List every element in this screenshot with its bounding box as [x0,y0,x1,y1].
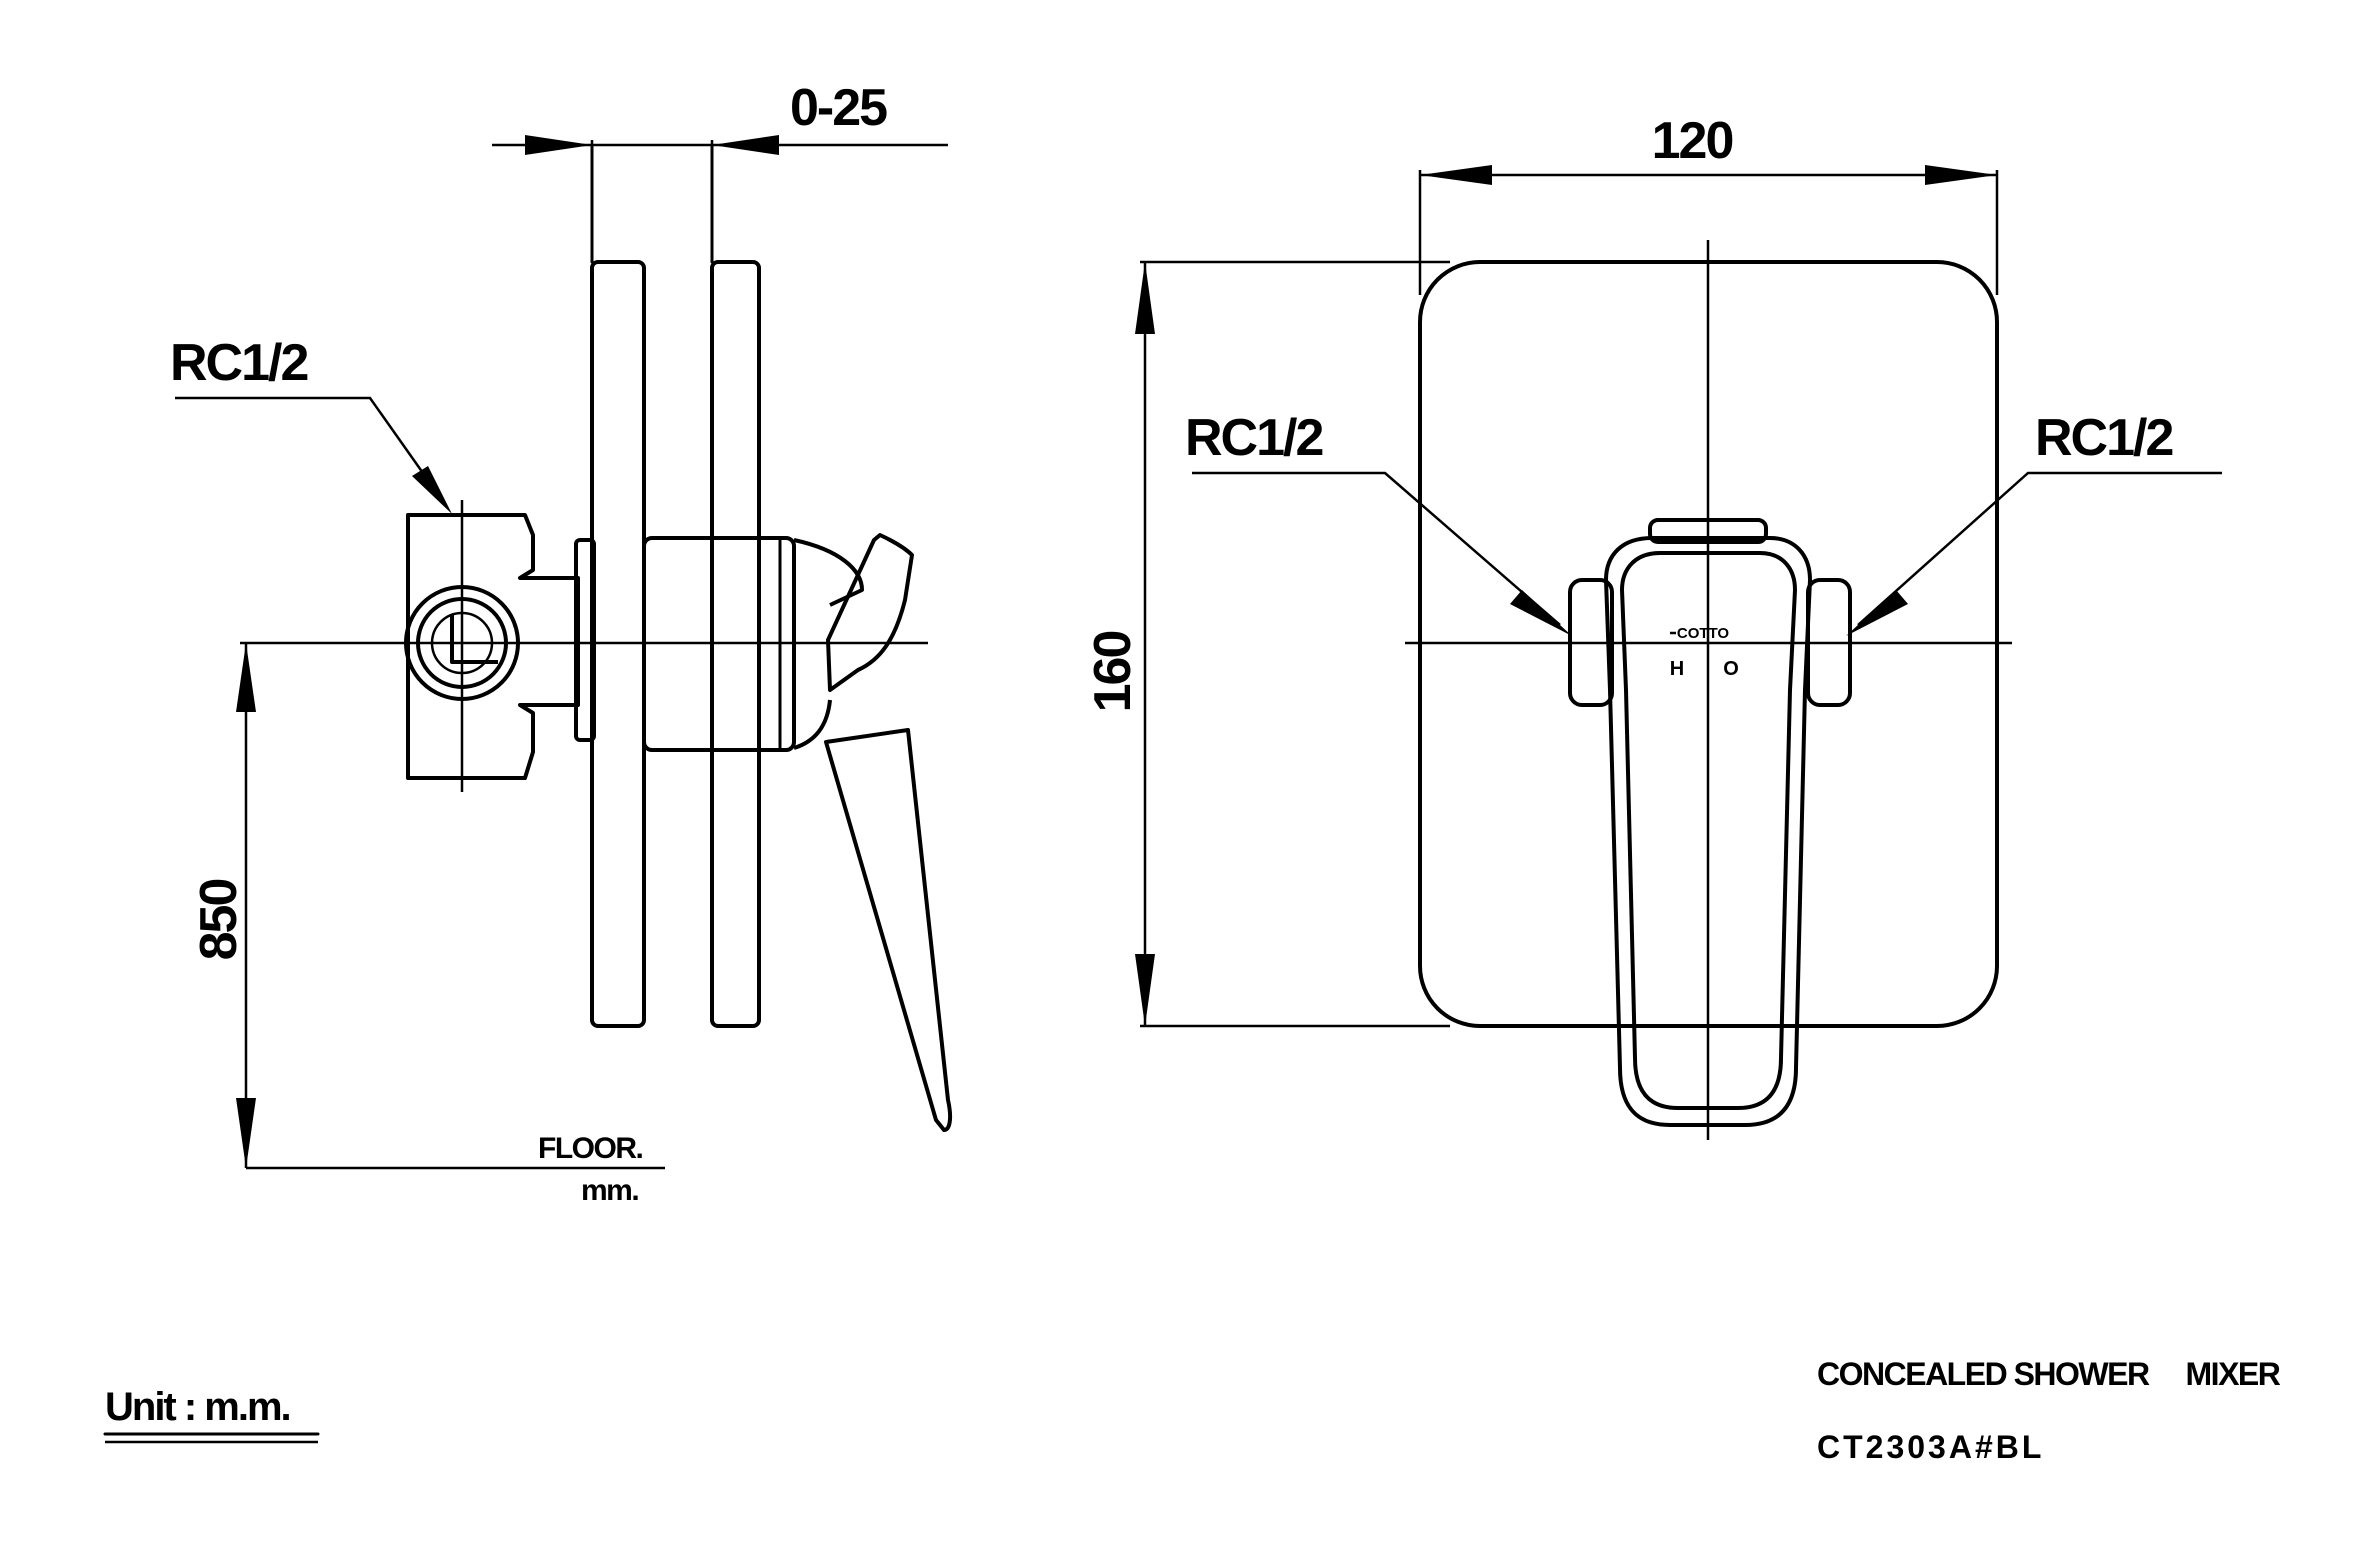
side-inlet-arrow [412,466,452,514]
wall-gap-value: 0-25 [790,79,887,137]
width-value: 120 [1652,112,1733,170]
height-dimension: 850 [190,643,256,1168]
width-arrow-right [1925,165,1997,185]
side-inlet-leader: RC1/2 [170,334,452,514]
wall-gap-arrow-left [525,135,592,155]
unit-note: Unit : m.m. [105,1385,290,1429]
cold-mark: O [1723,658,1739,680]
width-dimension: 120 [1418,112,1999,295]
lever-handle [824,533,953,1132]
footer: Unit : m.m. CONCEALED SHOWER MIXER CT230… [103,1356,2282,1465]
front-inlet-leader-right: RC1/2 [1846,409,2222,636]
handle-outer [1604,536,1812,1127]
wall-gap-arrow-right [712,135,779,155]
front-inlet-left-arrow [1510,590,1572,636]
height-arrow-bottom [236,1098,256,1168]
wall-plates [590,143,761,1028]
height-arrow-top [236,643,256,712]
front-height-value: 160 [1084,632,1142,713]
brand-logo: COTTO [1677,625,1730,642]
front-height-dimension: 160 [1084,260,1450,1028]
hot-mark: H [1670,658,1684,680]
product-code: CT2303A#BL [1817,1429,2044,1465]
side-inlet-label: RC1/2 [170,334,307,392]
wall-gap-dimension: 0-25 [492,79,948,175]
front-height-arrow-top [1135,262,1155,334]
product-name: CONCEALED SHOWER MIXER [1817,1356,2281,1392]
floor-unit-label: mm. [581,1174,638,1207]
height-value: 850 [190,880,248,961]
front-inlet-left-label: RC1/2 [1185,409,1322,467]
width-arrow-left [1420,165,1492,185]
floor-line: FLOOR. mm. [246,1132,665,1207]
side-view: 0-25 [170,79,953,1207]
front-inlet-right-arrow [1846,590,1908,636]
front-height-arrow-bottom [1135,954,1155,1026]
floor-label: FLOOR. [538,1132,642,1165]
front-inlet-leader-left: RC1/2 [1185,409,1572,636]
front-inlet-right-label: RC1/2 [2035,409,2172,467]
front-view: 120 160 COTTO H O RC1/2 [1084,112,2222,1140]
valve-body [404,500,596,792]
